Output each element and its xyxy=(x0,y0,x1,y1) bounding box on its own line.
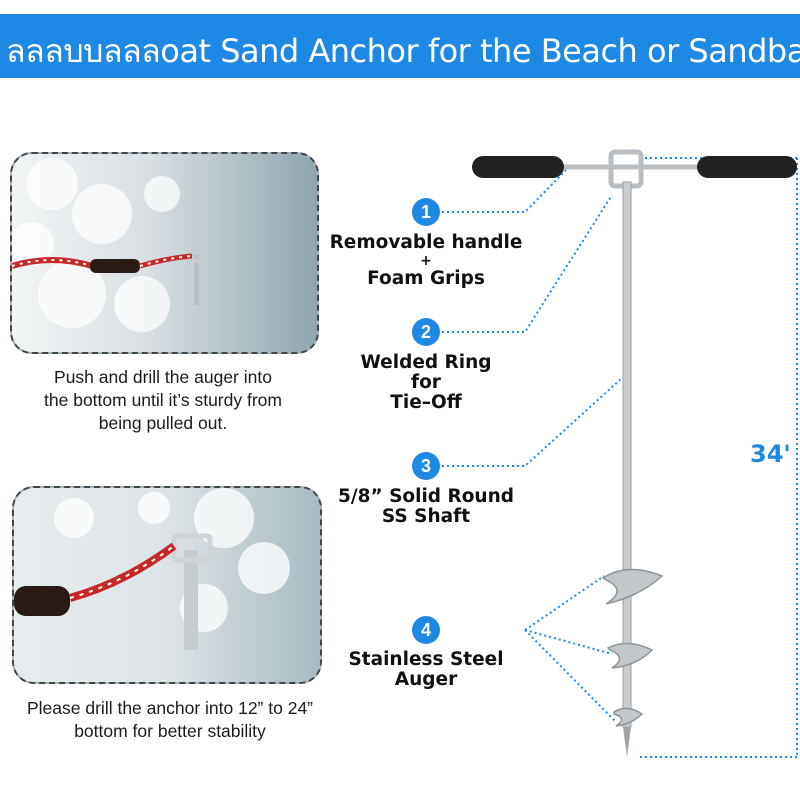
auger-tip xyxy=(623,727,631,757)
sand-anchor-photo-top xyxy=(10,152,319,354)
caption-line: the bottom until it’s sturdy from xyxy=(44,390,282,410)
feature-line: Removable handle xyxy=(329,232,523,253)
feature-line: Auger xyxy=(394,669,458,690)
feature-label-auger: Stainless Steel Auger xyxy=(300,650,552,690)
feature-line: Stainless Steel xyxy=(348,649,504,670)
feature-line: Foam Grips xyxy=(367,268,485,289)
banner-title: ลลลบบลลลoat Sand Anchor for the Beach or… xyxy=(6,32,800,70)
handle-with-foam-grips xyxy=(472,149,797,189)
feature-line: 5/8” Solid Round xyxy=(337,486,515,507)
caption-line: Please drill the anchor into 12” to 24” xyxy=(27,698,313,718)
feature-number-badge: 4 xyxy=(412,616,440,644)
feature-line: for xyxy=(411,372,441,393)
feature-number-badge: 1 xyxy=(412,198,440,226)
caption-line: bottom for better stability xyxy=(74,721,266,741)
caption-line: Push and drill the auger into xyxy=(54,367,272,387)
feature-line: SS Shaft xyxy=(381,506,471,527)
feature-label-shaft: 5/8” Solid Round SS Shaft xyxy=(300,487,552,527)
feature-number-badge: 3 xyxy=(412,452,440,480)
leader-lines xyxy=(442,169,623,723)
feature-line: + xyxy=(420,253,432,269)
feature-number-badge: 2 xyxy=(412,318,440,346)
photo-caption-bottom: Please drill the anchor into 12” to 24” … xyxy=(0,697,340,743)
sand-anchor-photo-bottom xyxy=(12,486,322,684)
title-banner: ลลลบบลลลoat Sand Anchor for the Beach or… xyxy=(0,14,800,78)
caption-line: being pulled out. xyxy=(98,413,228,433)
feature-line: Tie–Off xyxy=(390,392,462,413)
photo-caption-top: Push and drill the auger into the bottom… xyxy=(0,366,326,435)
auger-flights xyxy=(601,568,664,727)
feature-label-handle: Removable handle + Foam Grips xyxy=(300,233,552,289)
height-measurement: 34' xyxy=(750,440,791,468)
feature-line: Welded Ring xyxy=(360,352,492,373)
feature-label-ring: Welded Ring for Tie–Off xyxy=(300,353,552,413)
